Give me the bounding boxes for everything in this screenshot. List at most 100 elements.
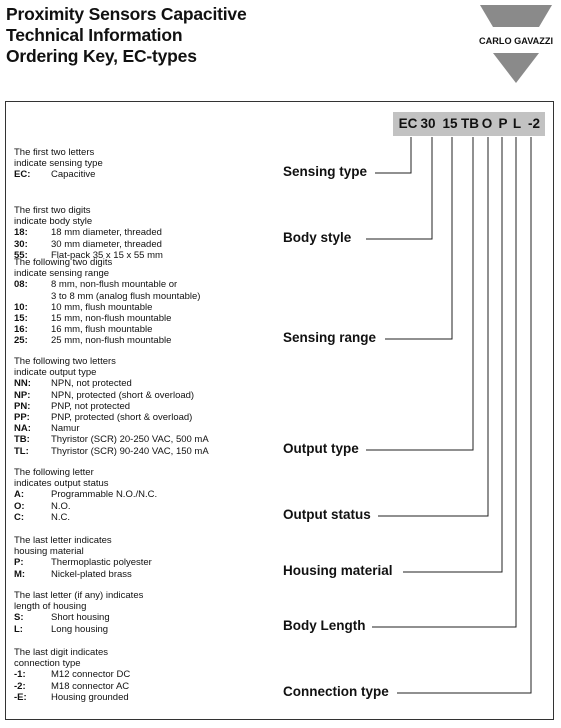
option-row: 10: 10 mm, flush mountable (14, 302, 200, 313)
code-segment: 15 (442, 116, 458, 131)
option-row: 18: 18 mm diameter, threaded (14, 227, 163, 238)
code-segment: L (512, 116, 522, 131)
code-segment: P (498, 116, 508, 131)
option-row: 25:25 mm, non-flush mountable (14, 335, 200, 346)
option-row: 15:15 mm, non-flush mountable (14, 313, 200, 324)
intro-line: indicate body style (14, 216, 93, 228)
intro-line: The first two letters (14, 147, 95, 158)
option-row: 16:16 mm, flush mountable (14, 324, 200, 335)
option-code: P: (14, 557, 24, 569)
field-label: Body Length (283, 618, 368, 633)
carlo-gavazzi-logo: CARLO GAVAZZI (479, 5, 553, 83)
option-description: NPN, protected (short & overload) (51, 389, 195, 401)
option-description: 15 mm, non-flush mountable (51, 313, 172, 325)
option-row: O: N.O. (14, 501, 157, 512)
option-description: M12 connector DC (51, 669, 131, 681)
option-row: C: N.C. (14, 512, 157, 523)
option-row: PP: PNP, protected (short & overload) (14, 412, 209, 423)
option-code: 16: (14, 324, 28, 336)
title-line: Proximity Sensors Capacitive (6, 4, 247, 24)
option-row: TL: Thyristor (SCR) 90-240 VAC, 150 mA (14, 446, 209, 457)
option-code: M: (14, 568, 26, 580)
intro-line: The following two letters (14, 356, 116, 367)
field-label: Body style (283, 230, 354, 245)
option-code: NN: (14, 378, 31, 390)
option-description: 10 mm, flush mountable (51, 301, 153, 313)
code-segment: -2 (527, 116, 540, 131)
option-row: 08:8 mm, non-flush mountable or (14, 279, 200, 290)
option-description: Thermoplastic polyester (51, 557, 152, 569)
field-label: Output type (283, 441, 361, 456)
option-description: 3 to 8 mm (analog flush mountable) (51, 290, 201, 302)
option-description: Short housing (51, 612, 110, 624)
intro-line: The first two digits (14, 205, 91, 216)
option-description: PNP, protected (short & overload) (51, 412, 193, 424)
option-row: L:Long housing (14, 624, 143, 635)
option-code: C: (14, 511, 25, 523)
option-row: 3 to 8 mm (analog flush mountable) (14, 291, 200, 302)
option-description: 25 mm, non-flush mountable (51, 335, 172, 347)
option-code: PP: (14, 412, 30, 424)
field-label: Housing material (283, 563, 395, 578)
option-description: Thyristor (SCR) 20-250 VAC, 500 mA (51, 434, 209, 446)
option-description: NPN, not protected (51, 378, 132, 390)
intro-line: housing material (14, 546, 84, 558)
ordering-code-bar (393, 112, 545, 136)
field-label: Output status (283, 507, 373, 522)
code-segment: O (481, 116, 493, 131)
option-row: P: Thermoplastic polyester (14, 557, 152, 568)
option-code: 08: (14, 279, 28, 291)
option-code: -E: (14, 691, 27, 703)
option-description: M18 connector AC (51, 680, 130, 692)
option-code: -1: (14, 669, 26, 681)
option-description: 18 mm diameter, threaded (51, 227, 162, 239)
option-description: Housing grounded (51, 691, 129, 703)
option-row: -1: M12 connector DC (14, 669, 130, 680)
field-label: Sensing range (283, 330, 379, 345)
option-description: N.C. (51, 511, 70, 523)
intro-line: indicate output type (14, 367, 97, 379)
option-code: O: (14, 500, 25, 512)
option-code: 55: (14, 249, 28, 261)
option-code: S: (14, 612, 24, 624)
option-description: Thyristor (SCR) 90-240 VAC, 150 mA (51, 445, 209, 457)
intro-line: indicate sensing range (14, 268, 110, 280)
option-description: Capacitive (51, 169, 96, 181)
option-code: TL: (14, 445, 29, 457)
option-description: Namur (51, 423, 80, 435)
option-row: NA:Namur (14, 423, 209, 434)
field-label: Connection type (283, 684, 391, 699)
intro-line: indicates output status (14, 478, 109, 490)
option-row: NP: NPN, protected (short & overload) (14, 390, 209, 401)
option-code: L: (14, 623, 23, 635)
option-row: A:Programmable N.O./N.C. (14, 489, 157, 500)
option-code: 10: (14, 301, 28, 313)
page-title: Proximity Sensors Capacitive Technical I… (6, 4, 247, 67)
intro-line: The following letter (14, 467, 94, 478)
option-row: -E: Housing grounded (14, 692, 130, 703)
option-description: N.O. (51, 500, 71, 512)
option-code: 18: (14, 227, 28, 239)
option-code: TB: (14, 434, 30, 446)
svg-text:CARLO GAVAZZI: CARLO GAVAZZI (479, 36, 553, 47)
option-code: NP: (14, 389, 31, 401)
option-row: NN: NPN, not protected (14, 378, 209, 389)
option-description: 30 mm diameter, threaded (51, 238, 162, 250)
intro-line: The last letter (if any) indicates (14, 590, 144, 601)
option-code: PN: (14, 400, 31, 412)
code-segment: TB (461, 116, 479, 131)
intro-line: length of housing (14, 601, 87, 613)
field-label: Sensing type (283, 164, 370, 179)
